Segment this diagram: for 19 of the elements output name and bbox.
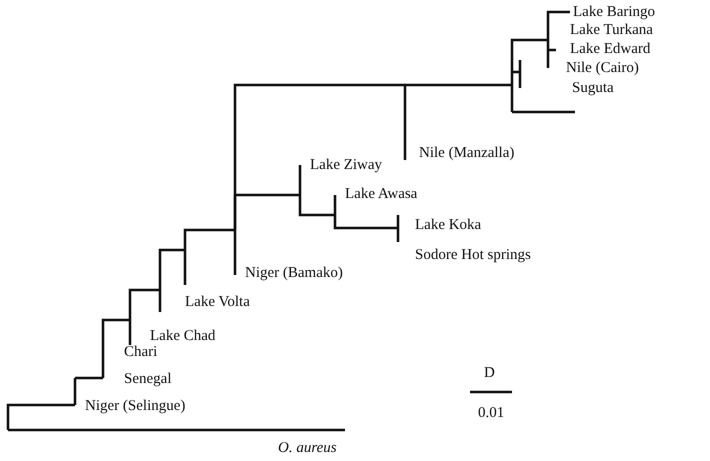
taxon-label: Nile (Cairo) [566, 60, 639, 77]
taxon-label: Lake Edward [570, 41, 650, 58]
taxon-label: Sodore Hot springs [415, 247, 531, 264]
taxon-label: Niger (Selingue) [85, 398, 186, 415]
taxon-label: Lake Turkana [570, 22, 653, 39]
taxon-label: Lake Volta [185, 294, 250, 311]
taxon-label: Senegal [124, 371, 172, 388]
taxon-label: Nile (Manzalla) [419, 145, 514, 162]
scale-value: 0.01 [478, 405, 504, 422]
taxon-label: Lake Baringo [573, 4, 656, 21]
taxon-label: Lake Chad [150, 328, 216, 345]
outgroup-label: O. aureus [278, 440, 337, 457]
taxon-label: Suguta [572, 80, 614, 97]
taxon-label: Chari [124, 344, 158, 361]
taxon-label: Lake Awasa [345, 186, 418, 203]
scale-bar-label: D [484, 365, 495, 382]
taxon-label: Lake Koka [415, 217, 482, 234]
taxon-label: Niger (Bamako) [245, 265, 343, 282]
taxon-label: Lake Ziway [310, 157, 382, 174]
